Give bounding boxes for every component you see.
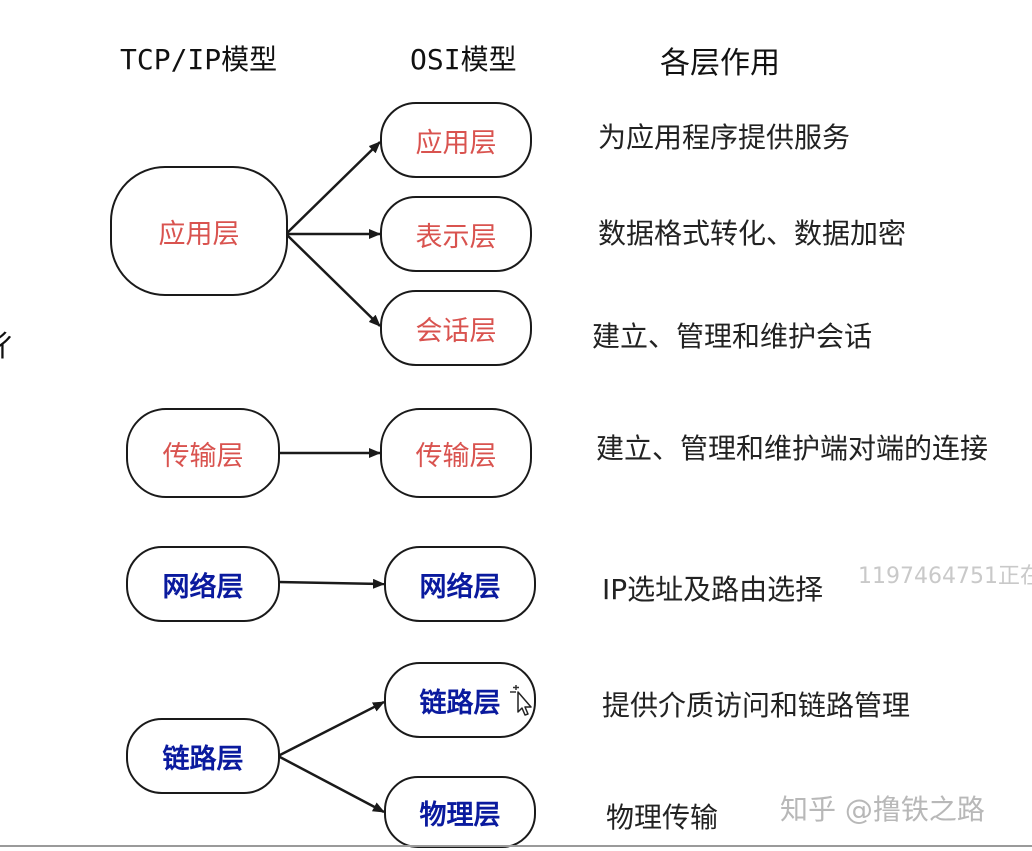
tcpip-layer-transport-label: 传输层 — [162, 440, 244, 472]
osi-layer-physical: 物理层 — [384, 776, 536, 848]
osi-layer-transport: 传输层 — [380, 408, 532, 498]
header-osi: OSI模型 — [410, 43, 517, 76]
desc-session: 建立、管理和维护会话 — [592, 320, 873, 353]
watermark: 知乎 @撸铁之路 — [780, 793, 985, 826]
osi-layer-network: 网络层 — [384, 546, 536, 622]
osi-layer-presentation: 表示层 — [380, 196, 532, 272]
tcpip-layer-application: 应用层 — [110, 166, 288, 296]
desc-transport: 建立、管理和维护端对端的连接 — [596, 432, 989, 465]
tcpip-layer-transport: 传输层 — [126, 408, 280, 498]
desc-link: 提供介质访问和链路管理 — [602, 689, 911, 722]
move-cursor-icon — [510, 685, 532, 716]
header-role: 各层作用 — [660, 46, 780, 81]
osi-layer-application: 应用层 — [380, 102, 532, 178]
osi-layer-network-label: 网络层 — [419, 571, 501, 603]
osi-layer-transport-label: 传输层 — [415, 440, 497, 472]
overlay-viewer-text: 1197464751正在 — [858, 564, 1032, 589]
arrow-link-to-physical — [277, 754, 385, 814]
osi-layer-link-label: 链路层 — [419, 687, 501, 719]
arrow-app-to-app — [285, 141, 381, 235]
osi-layer-session: 会话层 — [380, 290, 532, 366]
arrow-network — [277, 578, 385, 589]
osi-layer-physical-label: 物理层 — [419, 799, 501, 831]
desc-application: 为应用程序提供服务 — [598, 121, 851, 154]
arrow-app-to-session — [285, 233, 381, 327]
osi-layer-link: 链路层 — [384, 662, 536, 738]
header-tcpip: TCP/IP模型 — [120, 43, 278, 76]
tcpip-layer-network: 网络层 — [126, 546, 280, 622]
tcpip-layer-application-label: 应用层 — [158, 218, 240, 250]
osi-layer-session-label: 会话层 — [415, 315, 497, 347]
left-edge-glyph: ㄔ — [0, 330, 16, 365]
desc-network: IP选址及路由选择 — [602, 573, 824, 606]
desc-presentation: 数据格式转化、数据加密 — [598, 217, 907, 250]
desc-physical: 物理传输 — [606, 801, 719, 834]
tcpip-layer-link-label: 链路层 — [162, 743, 244, 775]
tcpip-layer-link: 链路层 — [126, 718, 280, 794]
osi-layer-presentation-label: 表示层 — [415, 221, 497, 253]
arrow-link-to-link — [277, 700, 385, 758]
bottom-divider — [0, 845, 1032, 847]
osi-layer-application-label: 应用层 — [415, 127, 497, 159]
tcpip-layer-network-label: 网络层 — [162, 571, 244, 603]
